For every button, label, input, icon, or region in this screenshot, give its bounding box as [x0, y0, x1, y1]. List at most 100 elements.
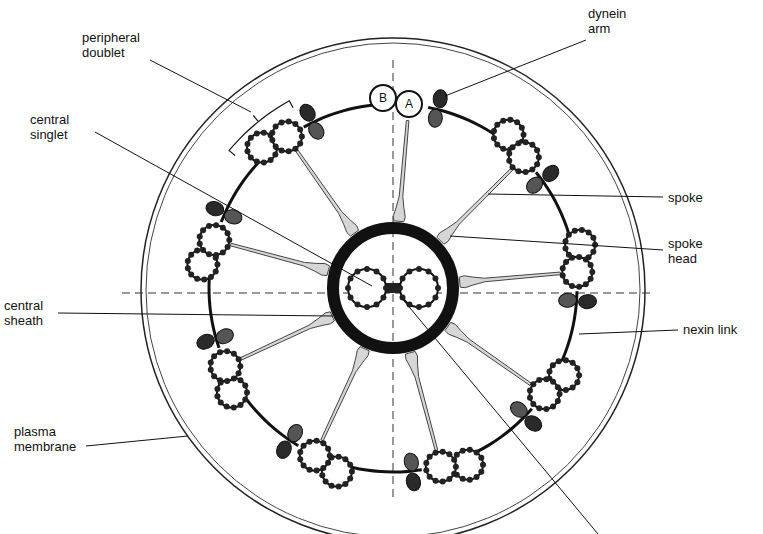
- leader-line: [579, 330, 678, 334]
- radial-spoke: [445, 322, 531, 385]
- tubulin-bead: [248, 155, 254, 161]
- tubulin-bead: [586, 229, 592, 235]
- tubulin-bead: [550, 403, 556, 409]
- tubulin-bead: [197, 241, 203, 247]
- tubulin-bead: [467, 477, 473, 483]
- tubulin-bead: [555, 384, 561, 390]
- tubulin-bead: [201, 276, 207, 282]
- tubulin-bead: [574, 379, 580, 385]
- tubulin-bead: [297, 126, 303, 132]
- tubulin-bead: [543, 406, 549, 412]
- tubule-letter: A: [405, 98, 413, 110]
- tubulin-bead: [453, 464, 459, 470]
- a-tubule: [297, 438, 333, 474]
- tubulin-bead: [224, 378, 230, 384]
- part-label: peripheral doublet: [82, 30, 140, 60]
- tubulin-bead: [519, 125, 525, 131]
- tubulin-bead: [272, 152, 278, 158]
- tubulin-bead: [208, 274, 214, 280]
- tubulin-bead: [286, 148, 292, 154]
- tubulin-bead: [583, 257, 589, 263]
- tubulin-bead: [506, 151, 512, 157]
- tubulin-bead: [576, 284, 582, 290]
- tubulin-bead: [237, 402, 243, 408]
- tubulin-bead: [224, 348, 230, 354]
- nexin-link: [428, 107, 504, 141]
- tubulin-bead: [451, 457, 457, 463]
- tubulin-bead: [220, 225, 226, 231]
- tubulin-bead: [556, 358, 562, 364]
- tubulin-bead: [214, 262, 220, 268]
- tubulin-bead: [244, 141, 250, 147]
- doublet-bracket: [229, 101, 293, 156]
- tubulin-bead: [342, 456, 348, 462]
- tubulin-bead: [254, 131, 260, 137]
- tubule-wall: [300, 441, 330, 471]
- tubulin-bead: [400, 276, 406, 282]
- tubulin-bead: [570, 360, 576, 366]
- radial-spoke: [459, 272, 560, 288]
- tubulin-bead: [231, 404, 237, 410]
- leader-line: [58, 313, 333, 316]
- tubule-wall: [247, 133, 277, 163]
- leader-line: [150, 60, 251, 112]
- dynein-arm: [297, 101, 319, 124]
- dynein-arm: [274, 439, 294, 461]
- tubulin-bead: [325, 446, 331, 452]
- tubulin-bead: [427, 454, 433, 460]
- microtubule-circle: B: [369, 84, 397, 112]
- part-label: plasma membrane: [14, 424, 76, 454]
- tubulin-bead: [380, 276, 386, 282]
- tubulin-bead: [555, 398, 561, 404]
- tubule-wall: [530, 379, 560, 409]
- tubulin-bead: [226, 237, 232, 243]
- central-microtubule: [345, 266, 389, 310]
- tubulin-bead: [211, 373, 217, 379]
- tubulin-bead: [446, 476, 452, 482]
- tubulin-bead: [478, 455, 484, 461]
- dynein-arm: [523, 174, 546, 197]
- tubulin-bead: [521, 132, 527, 138]
- tubulin-bead: [244, 148, 250, 154]
- leader-line: [95, 132, 372, 286]
- doublet-bracket: [253, 115, 258, 121]
- leader-line: [86, 436, 188, 446]
- tubulin-bead: [460, 476, 466, 482]
- tubulin-bead: [494, 142, 500, 148]
- dynein-arm: [214, 326, 236, 346]
- central-microtubule: [397, 266, 441, 310]
- tubulin-bead: [427, 474, 433, 480]
- tubulin-bead: [500, 146, 506, 152]
- a-tubule: [269, 119, 305, 155]
- tubulin-bead: [510, 164, 516, 170]
- tubulin-bead: [297, 456, 303, 462]
- tubulin-bead: [301, 463, 307, 469]
- tubulin-bead: [299, 133, 305, 139]
- tubulin-bead: [467, 447, 473, 453]
- tubulin-bead: [426, 301, 432, 307]
- tubulin-bead: [269, 130, 275, 136]
- tubulin-bead: [530, 381, 536, 387]
- tubulin-bead: [211, 353, 217, 359]
- tubulin-bead: [185, 265, 191, 271]
- tubulin-bead: [560, 265, 566, 271]
- tubulin-bead: [236, 356, 242, 362]
- tubulin-bead: [374, 301, 380, 307]
- tubulin-bead: [407, 269, 413, 275]
- tubulin-bead: [529, 167, 535, 173]
- a-tubule: [197, 222, 233, 258]
- tubulin-bead: [242, 397, 248, 403]
- tubulin-bead: [423, 467, 429, 473]
- tubulin-bead: [194, 248, 200, 254]
- tubulin-bead: [217, 377, 223, 383]
- part-label: nexin link: [683, 322, 737, 337]
- tubulin-bead: [200, 227, 206, 233]
- tubulin-bead: [576, 254, 582, 260]
- tubulin-bead: [248, 135, 254, 141]
- radial-spoke: [230, 243, 329, 275]
- tubulin-bead: [397, 285, 403, 291]
- tubulin-bead: [213, 252, 219, 258]
- tubulin-bead: [416, 304, 422, 310]
